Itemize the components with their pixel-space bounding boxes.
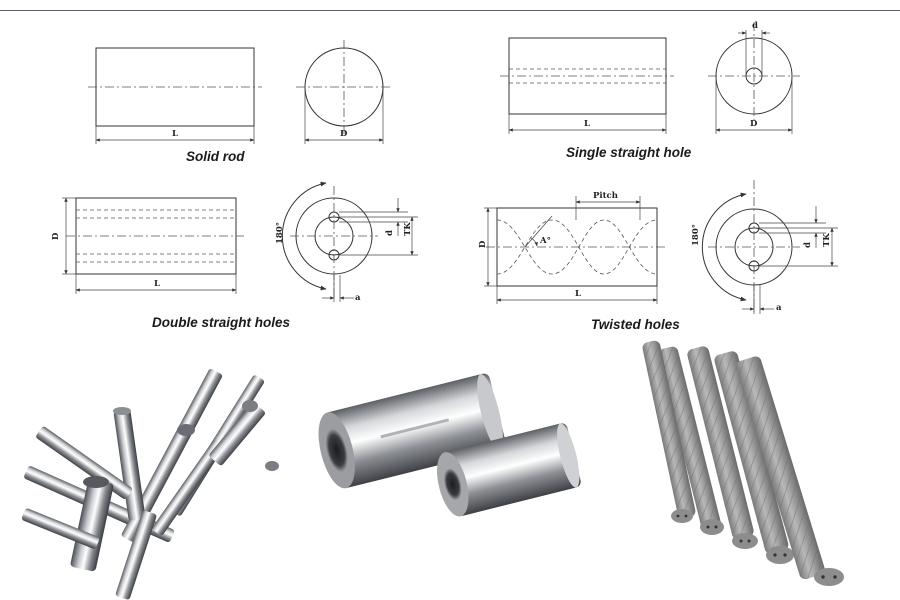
double-holes-caption: Double straight holes [152,315,291,330]
twisted-holes-diagram: A° Pitch D L 180° d TK a Twisted [478,180,838,332]
double-holes-length-label: L [154,279,160,289]
solid-rod-diagram: L D Solid rod [88,40,392,164]
twisted-holes-angle-a-label: A° [539,236,551,246]
single-hole-length-label: L [584,119,590,129]
single-hole-caption: Single straight hole [566,145,692,160]
solid-rod-diameter-label: D [340,129,348,139]
top-border [0,0,900,11]
carbide-hollow-cylinders-photo [318,373,581,517]
twisted-holes-length-label: L [575,289,581,299]
carbide-solid-rods-photo [21,369,279,600]
twisted-holes-a-label: a [776,303,782,313]
twisted-holes-diameter-label: D [478,240,488,248]
double-holes-diagram: D L 180° d TK a Double straight holes [51,181,418,330]
carbide-rods-with-coolant-holes-photo [642,340,844,586]
double-holes-angle-label: 180° [275,222,285,244]
double-holes-a-label: a [355,293,361,303]
double-holes-d-label: d [385,230,395,236]
twisted-holes-angle-label: 180° [691,224,701,246]
solid-rod-length-label: L [172,129,178,139]
double-holes-diameter-label: D [51,232,61,240]
twisted-holes-tk-label: TK [822,233,832,247]
solid-rod-caption: Solid rod [186,149,245,164]
single-hole-diameter-label: D [750,119,758,129]
single-hole-d-label: d [752,21,758,31]
single-hole-diagram: L d D Single straight hole [500,21,800,160]
twisted-holes-pitch-label: Pitch [593,191,618,201]
double-holes-tk-label: TK [403,222,413,236]
twisted-holes-caption: Twisted holes [591,317,680,332]
twisted-holes-d-label: d [803,242,813,248]
